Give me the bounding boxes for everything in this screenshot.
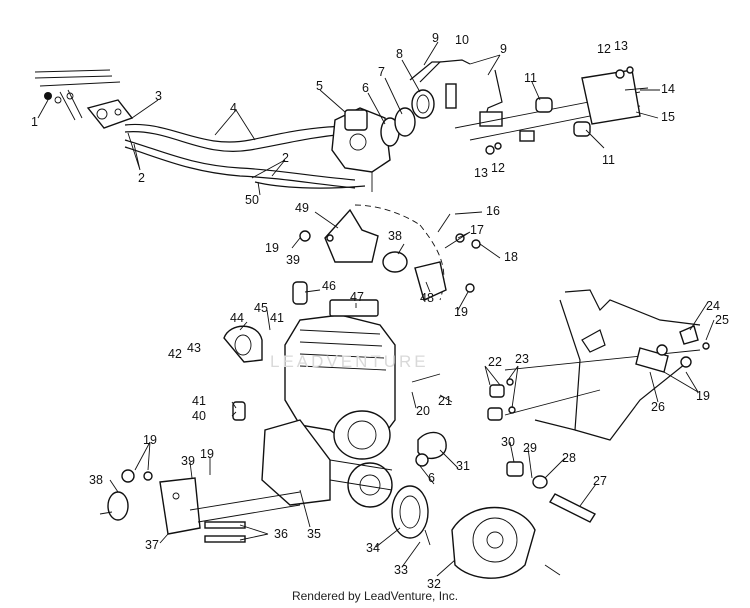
- callout-34: 34: [366, 541, 380, 555]
- intake-flange: [54, 92, 134, 129]
- callout-9: 9: [432, 31, 439, 45]
- callout-12: 12: [597, 42, 611, 56]
- callout-19: 19: [200, 447, 214, 461]
- callout-35: 35: [307, 527, 321, 541]
- callout-36: 36: [274, 527, 288, 541]
- callout-43: 43: [187, 341, 201, 355]
- callout-1: 1: [31, 115, 38, 129]
- mount-26: [635, 325, 710, 373]
- callout-11: 11: [602, 153, 615, 167]
- callout-27: 27: [593, 474, 607, 488]
- callout-17: 17: [470, 223, 484, 237]
- callout-28: 28: [562, 451, 576, 465]
- motor-mount-37: [99, 469, 301, 543]
- callout-numbers: 1 2 2 3 4 5 6 7 8 9 9 10 11 11 12 12 13 …: [31, 31, 729, 591]
- callout-31: 31: [456, 459, 470, 473]
- callout-5: 5: [316, 79, 323, 93]
- callout-13: 13: [474, 166, 488, 180]
- throttle-cables: [124, 123, 366, 189]
- callout-40: 40: [192, 409, 206, 423]
- callout-49: 49: [295, 201, 309, 215]
- callout-23: 23: [515, 352, 529, 366]
- callout-20: 20: [416, 404, 430, 418]
- callout-42: 42: [168, 347, 182, 361]
- callout-19: 19: [143, 433, 157, 447]
- footer-credit: Rendered by LeadVenture, Inc.: [291, 589, 459, 603]
- callout-47: 47: [350, 290, 364, 304]
- callout-18: 18: [504, 250, 518, 264]
- callout-38: 38: [89, 473, 103, 487]
- callout-44: 44: [230, 311, 244, 325]
- bolt-1: [44, 92, 52, 100]
- carburetor: [331, 107, 391, 192]
- callout-26: 26: [651, 400, 665, 414]
- plug-cap-41: [232, 401, 246, 421]
- mount-plate-15: [581, 69, 641, 125]
- callout-16: 16: [486, 204, 500, 218]
- callout-37: 37: [145, 538, 159, 552]
- callout-15: 15: [661, 110, 675, 124]
- callout-7: 7: [378, 65, 385, 79]
- nuts-12-13: [485, 66, 649, 155]
- callout-3: 3: [155, 89, 162, 103]
- carb-boots: [380, 89, 435, 147]
- callout-19: 19: [265, 241, 279, 255]
- callout-33: 33: [394, 563, 408, 577]
- callout-50: 50: [245, 193, 259, 207]
- callout-19: 19: [696, 389, 710, 403]
- callout-6: 6: [428, 471, 435, 485]
- callout-38: 38: [388, 229, 402, 243]
- callout-13: 13: [614, 39, 628, 53]
- callout-39: 39: [181, 454, 195, 468]
- callout-8: 8: [396, 47, 403, 61]
- callout-14: 14: [661, 82, 675, 96]
- callout-41: 41: [192, 394, 206, 408]
- callout-46: 46: [322, 279, 336, 293]
- callout-21: 21: [438, 394, 452, 408]
- callout-12: 12: [491, 161, 505, 175]
- callout-4: 4: [230, 101, 237, 115]
- drive-clutch: [391, 431, 597, 579]
- callout-6: 6: [362, 81, 369, 95]
- recoil-bracket: [299, 204, 481, 301]
- callout-22: 22: [488, 355, 502, 369]
- callout-10: 10: [455, 33, 469, 47]
- intake-elbow-44: [223, 325, 263, 363]
- callout-9: 9: [500, 42, 507, 56]
- callout-11: 11: [524, 71, 537, 85]
- frame-rail: [34, 69, 121, 121]
- callout-41: 41: [270, 311, 284, 325]
- callout-29: 29: [523, 441, 537, 455]
- callout-39: 39: [286, 253, 300, 267]
- callout-19: 19: [454, 305, 468, 319]
- plug-cap-46: [292, 281, 308, 305]
- callout-2: 2: [138, 171, 145, 185]
- callout-24: 24: [706, 299, 720, 313]
- callout-45: 45: [254, 301, 268, 315]
- callout-48: 48: [420, 291, 434, 305]
- callout-2: 2: [282, 151, 289, 165]
- engine-mounts-22-23: [411, 373, 516, 421]
- callout-25: 25: [715, 313, 729, 327]
- leader-lines: [37, 41, 715, 577]
- chassis-frame: [504, 289, 701, 441]
- callout-30: 30: [501, 435, 515, 449]
- callout-32: 32: [427, 577, 441, 591]
- watermark: LEADVENTURE: [270, 352, 429, 371]
- engine-block: [261, 299, 396, 508]
